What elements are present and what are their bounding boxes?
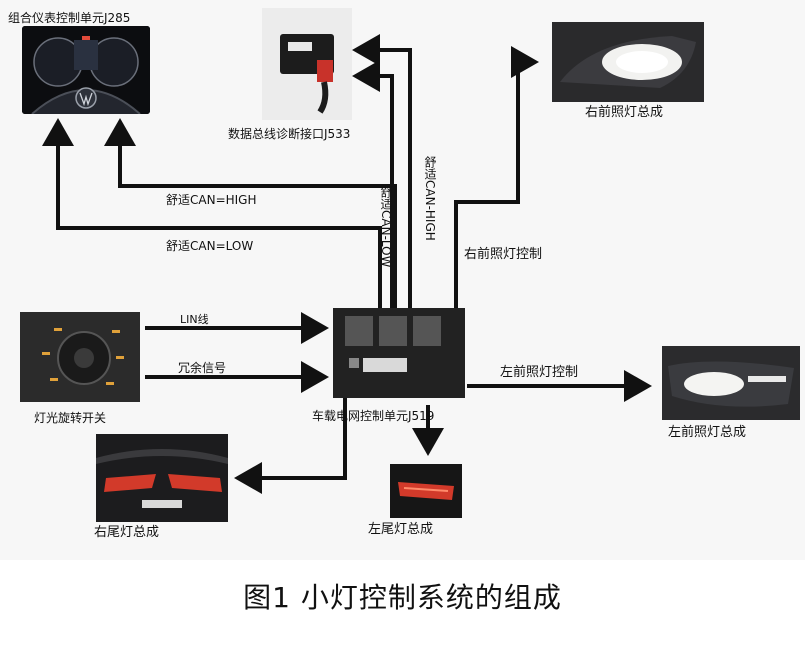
right-headlight-label: 右前照灯总成 bbox=[585, 105, 664, 120]
comfort-can-high-label: 舒适CAN=HIGH bbox=[166, 193, 257, 207]
comfort-can-low-vertical-label: 舒适CAN-LOW bbox=[379, 186, 393, 268]
instrument-cluster-graphic bbox=[22, 26, 150, 114]
right-headlight-graphic bbox=[552, 22, 704, 102]
comfort-can-low-label: 舒适CAN=LOW bbox=[166, 239, 254, 253]
redundant-signal-label: 冗余信号 bbox=[178, 361, 227, 375]
bcm-graphic bbox=[333, 308, 465, 398]
right-tail-graphic bbox=[96, 434, 228, 522]
left-tail-graphic bbox=[390, 464, 462, 518]
comfort-can-high-vertical-label: 舒适CAN-HIGH bbox=[423, 156, 437, 241]
wire-can-low-cluster bbox=[42, 118, 382, 310]
gateway-graphic bbox=[262, 8, 352, 120]
instrument-cluster-image bbox=[22, 26, 150, 114]
wiring-diagram bbox=[42, 34, 652, 494]
light-switch-image bbox=[20, 312, 140, 402]
light-switch-graphic bbox=[20, 312, 140, 402]
left-tail-image bbox=[390, 464, 462, 518]
bcm-image bbox=[333, 308, 465, 398]
right-headlight-control-label: 右前照灯控制 bbox=[464, 247, 543, 262]
gateway-image bbox=[262, 8, 352, 120]
left-headlight-label: 左前照灯总成 bbox=[668, 425, 747, 440]
right-headlight-image bbox=[552, 22, 704, 102]
wire-can-high-gateway bbox=[352, 34, 412, 310]
right-tail-image bbox=[96, 434, 228, 522]
wire-right-headlight bbox=[454, 46, 539, 310]
left-headlight-graphic bbox=[662, 346, 800, 420]
wire-can-high-cluster bbox=[104, 118, 397, 310]
left-headlight-image bbox=[662, 346, 800, 420]
right-tail-label: 右尾灯总成 bbox=[94, 525, 160, 540]
cluster-label: 组合仪表控制单元J285 bbox=[8, 11, 131, 25]
light-switch-label: 灯光旋转开关 bbox=[34, 411, 107, 425]
lin-label: LIN线 bbox=[180, 313, 209, 326]
gateway-label: 数据总线诊断接口J533 bbox=[228, 127, 351, 141]
figure-caption: 图1 小灯控制系统的组成 bbox=[243, 581, 562, 614]
left-tail-label: 左尾灯总成 bbox=[368, 522, 434, 537]
bcm-label: 车载电网控制单元J519 bbox=[312, 409, 435, 423]
left-headlight-control-label: 左前照灯控制 bbox=[500, 365, 579, 380]
wire-can-low-gateway bbox=[352, 60, 394, 310]
wire-right-tail bbox=[234, 392, 347, 494]
